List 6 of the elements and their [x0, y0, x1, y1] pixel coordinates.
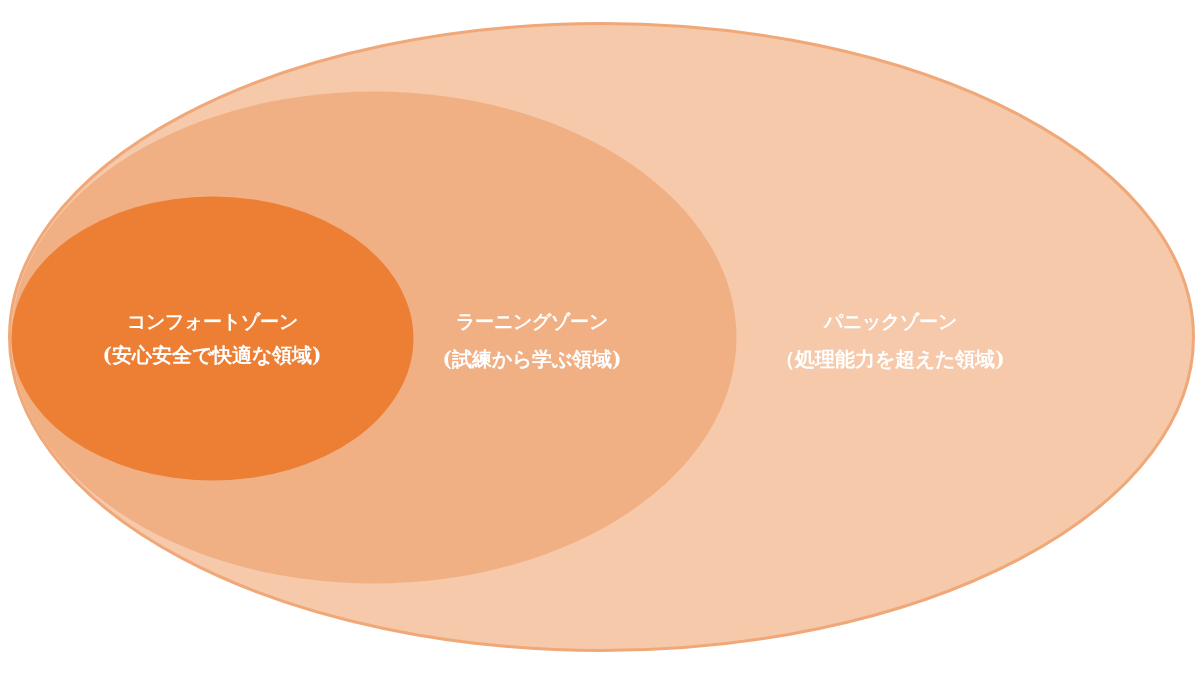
- zone-title: コンフォートゾーン: [126, 310, 298, 333]
- zone-description: (安心安全で快適な領域): [102, 343, 322, 367]
- zone-title: パニックゾーン: [823, 310, 957, 333]
- zone-title: ラーニングゾーン: [456, 310, 608, 333]
- zone-description: （処理能力を超えた領域): [775, 347, 1005, 371]
- zone-description: (試練から学ぶ領域): [442, 347, 622, 371]
